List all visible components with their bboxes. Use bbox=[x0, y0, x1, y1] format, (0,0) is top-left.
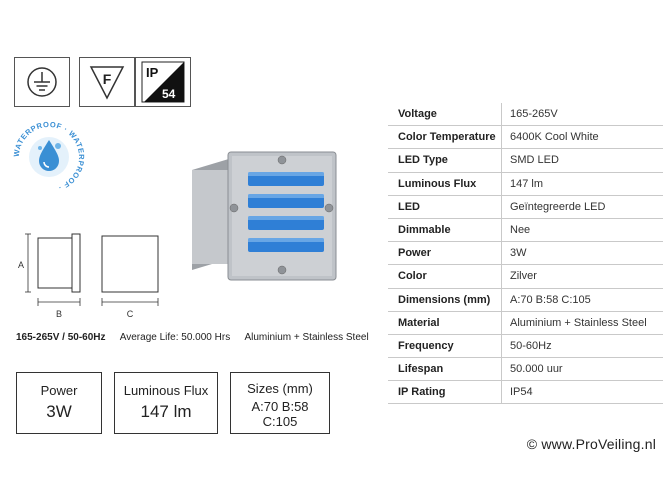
sizes-box-line2: C:105 bbox=[262, 414, 298, 429]
spec-value: IP54 bbox=[501, 380, 663, 405]
luminous-flux-box-title: Luminous Flux bbox=[123, 383, 209, 398]
spec-value: Geïntegreerde LED bbox=[501, 195, 663, 219]
f-mark-label: F bbox=[103, 71, 112, 87]
power-box-value: 3W bbox=[46, 402, 72, 421]
dimension-label-a: A bbox=[18, 260, 24, 270]
spec-key: Dimmable bbox=[388, 218, 502, 243]
power-box: Power 3W bbox=[16, 372, 102, 434]
spec-value: SMD LED bbox=[501, 148, 663, 173]
spec-key: Luminous Flux bbox=[388, 172, 502, 196]
spec-value: Nee bbox=[501, 218, 663, 243]
luminous-flux-box: Luminous Flux 147 lm bbox=[114, 372, 218, 434]
spec-key: LED bbox=[388, 195, 502, 219]
ip-label: IP bbox=[146, 65, 159, 80]
spec-value: 50.000 uur bbox=[501, 357, 663, 382]
f-mark-certification-icon: F bbox=[79, 57, 135, 107]
dimension-drawing: A B C bbox=[14, 228, 174, 323]
spec-value: 165-265V bbox=[501, 103, 663, 127]
spec-value: 3W bbox=[501, 241, 663, 266]
luminous-flux-box-value: 147 lm bbox=[140, 402, 192, 421]
spec-key: Frequency bbox=[388, 334, 502, 359]
copyright-watermark: © www.ProVeiling.nl bbox=[526, 436, 656, 452]
sizes-box: Sizes (mm) A:70 B:58 C:105 bbox=[230, 372, 330, 434]
ground-certification-icon bbox=[14, 57, 70, 107]
spec-value: 147 lm bbox=[501, 172, 663, 196]
power-box-title: Power bbox=[40, 383, 78, 398]
spec-key: Power bbox=[388, 241, 502, 266]
spec-value: A:70 B:58 C:105 bbox=[501, 288, 663, 312]
ip-number: 54 bbox=[162, 87, 176, 101]
sizes-box-line1: A:70 B:58 bbox=[251, 399, 309, 414]
spec-key: Material bbox=[388, 311, 502, 335]
spec-value: 50-60Hz bbox=[501, 334, 663, 359]
spec-value: Aluminium + Stainless Steel bbox=[501, 311, 663, 335]
spec-key: Dimensions (mm) bbox=[388, 288, 502, 312]
product-image bbox=[184, 150, 354, 285]
spec-average-life: Average Life: 50.000 Hrs bbox=[119, 332, 231, 343]
waterproof-badge: WATERPROOF · WATERPROOF · bbox=[12, 120, 86, 194]
spec-voltage: 165-265V / 50-60Hz bbox=[16, 332, 106, 343]
spec-value: Zilver bbox=[501, 264, 663, 289]
table-row: Dimensions (mm)A:70 B:58 C:105 bbox=[388, 288, 663, 312]
spec-material: Aluminium + Stainless Steel bbox=[244, 332, 369, 343]
spec-key: Lifespan bbox=[388, 357, 502, 382]
sizes-box-title: Sizes (mm) bbox=[247, 381, 313, 396]
ip-rating-certification-icon: IP 54 bbox=[135, 57, 191, 107]
dimension-label-b: B bbox=[56, 309, 62, 319]
spec-key: Color Temperature bbox=[388, 125, 502, 150]
spec-value: 6400K Cool White bbox=[501, 125, 663, 150]
spec-key: Color bbox=[388, 264, 502, 289]
spec-key: Voltage bbox=[388, 103, 502, 127]
spec-key: IP Rating bbox=[388, 380, 502, 405]
spec-summary-line: 165-265V / 50-60Hz Average Life: 50.000 … bbox=[16, 332, 381, 343]
spec-key: LED Type bbox=[388, 148, 502, 173]
dimension-label-c: C bbox=[127, 309, 134, 319]
